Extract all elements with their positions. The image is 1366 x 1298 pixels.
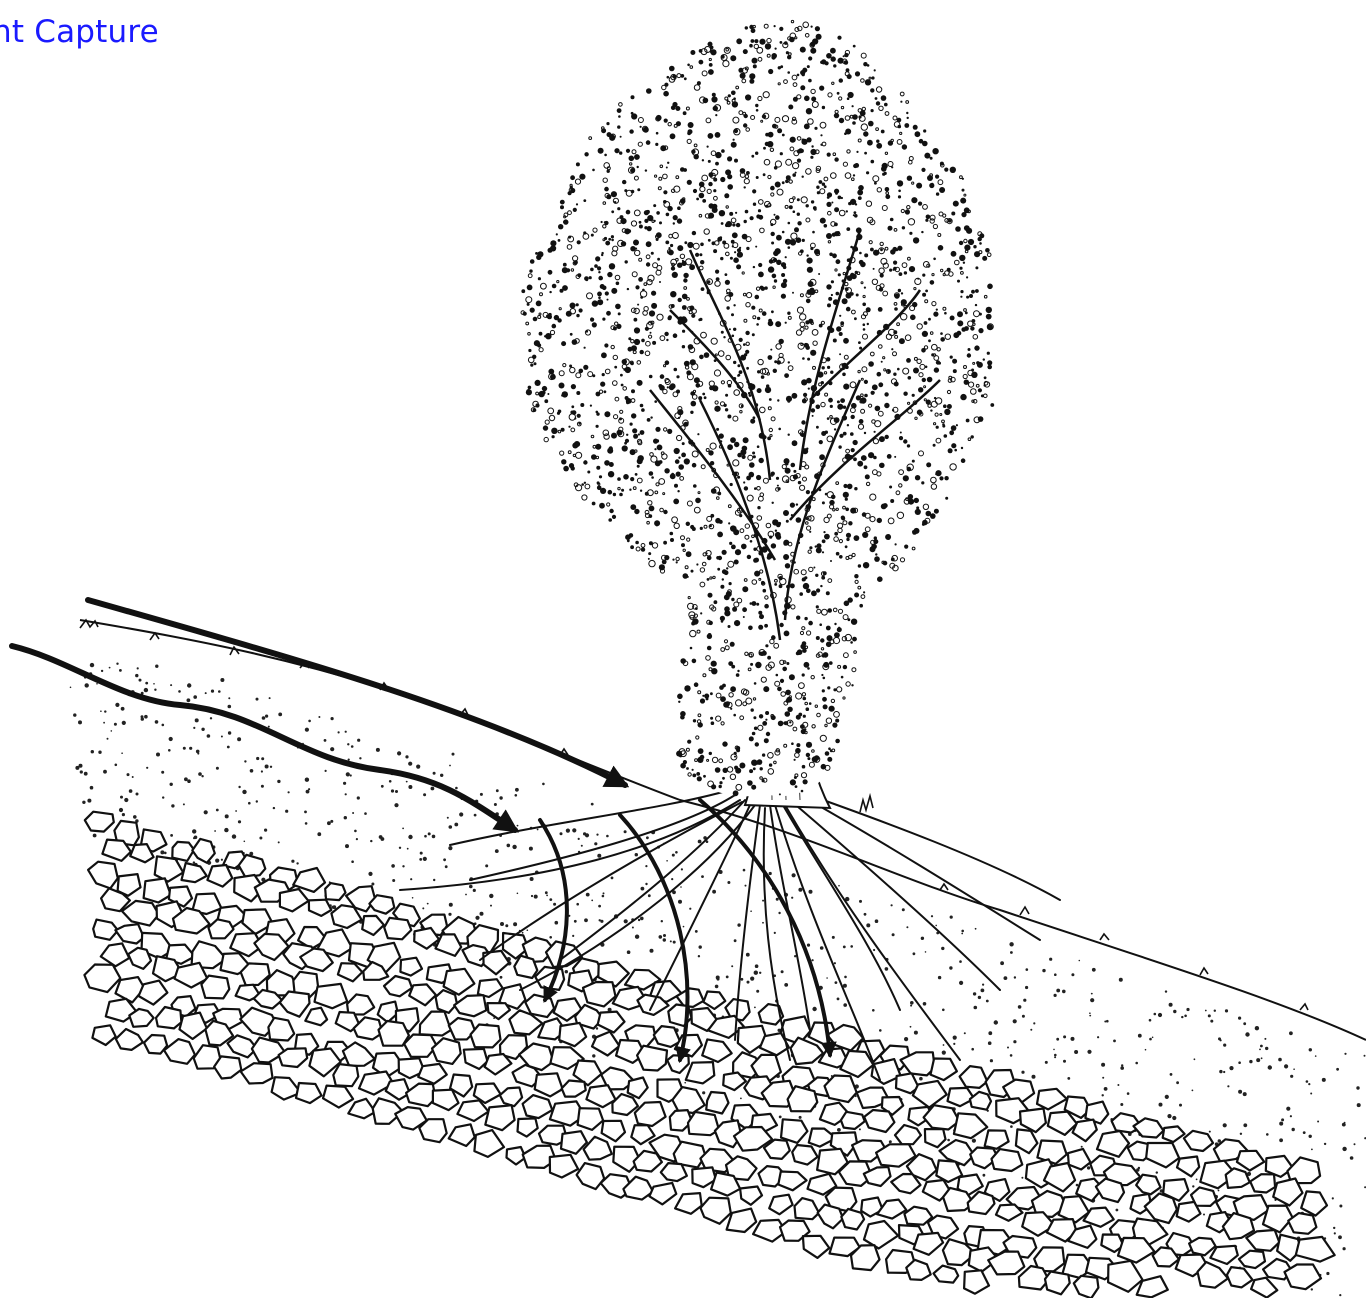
- tree-canopy-icon: [521, 20, 998, 796]
- rock-layer-icon: [84, 812, 1334, 1298]
